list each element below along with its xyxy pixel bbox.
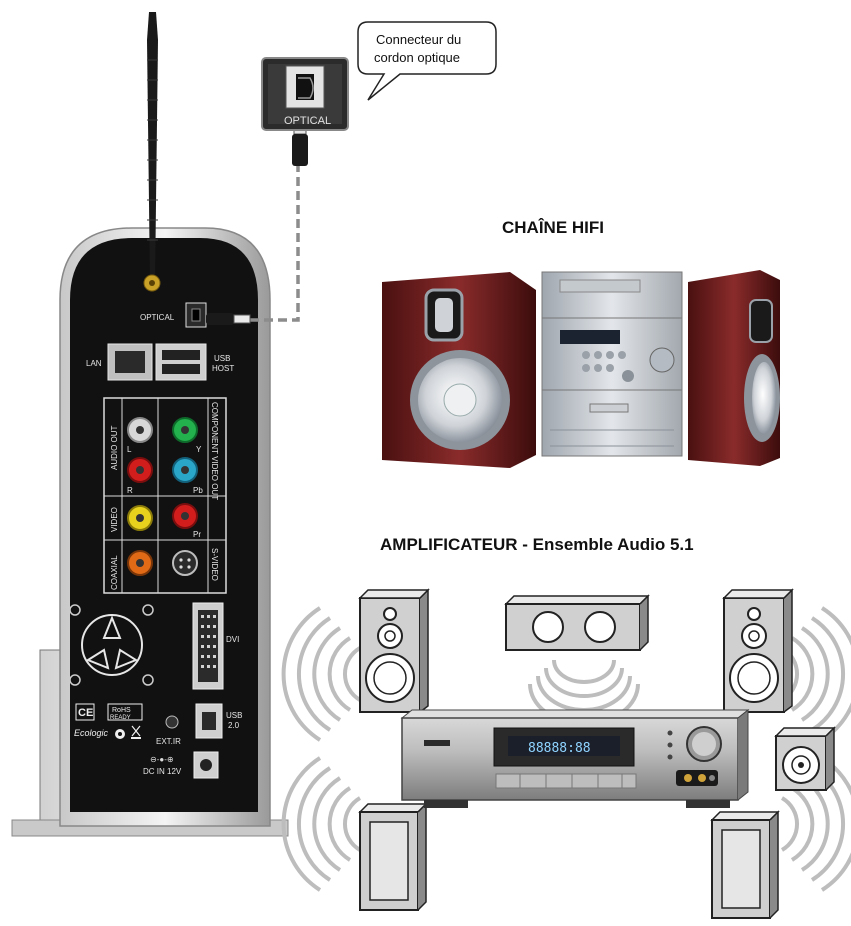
ext-ir-port: EXT.IR: [156, 715, 181, 746]
label-video: VIDEO: [110, 507, 119, 532]
jack-svideo: [172, 550, 198, 576]
label-r: R: [127, 486, 133, 495]
jack-pr: [172, 503, 198, 529]
label-extir: EXT.IR: [156, 737, 181, 746]
svg-text:⊖-●-⊕: ⊖-●-⊕: [150, 755, 174, 764]
jack-audio-r: [127, 457, 153, 483]
label-y: Y: [196, 445, 202, 454]
usb20-port: USB 2.0: [195, 703, 242, 739]
ecologic-logo: Ecologic: [74, 728, 109, 738]
av-panel: AUDIO OUT VIDEO COAXIAL COMPONENT VIDEO …: [103, 397, 227, 594]
label-usb-host-2: HOST: [212, 364, 234, 373]
fan-vent: [69, 604, 154, 686]
callout-line-1: Connecteur du: [376, 32, 461, 47]
label-coaxial: COAXIAL: [110, 555, 119, 590]
dvi-port: DVI: [192, 602, 239, 690]
jack-audio-l: [127, 417, 153, 443]
hifi-speaker-right: [688, 270, 780, 466]
subwoofer: [774, 726, 836, 791]
hifi-speaker-left: [382, 272, 536, 468]
label-dvi: DVI: [226, 635, 239, 644]
label-component: COMPONENT VIDEO OUT: [210, 402, 219, 500]
antenna: [143, 12, 161, 292]
heading-amplifier: AMPLIFICATEUR - Ensemble Audio 5.1: [380, 535, 694, 554]
speaker-front-left: [358, 588, 430, 713]
jack-y: [172, 417, 198, 443]
label-lan: LAN: [86, 359, 102, 368]
dc-in-port: ⊖-●-⊕ DC IN 12V: [143, 751, 219, 779]
av-receiver: 88888:88: [400, 708, 750, 808]
speaker-rear-left: [358, 802, 428, 911]
label-l: L: [127, 445, 132, 454]
hifi-system: [382, 270, 780, 468]
callout-line-2: cordon optique: [374, 50, 460, 65]
label-usb20-2: 2.0: [228, 721, 240, 730]
rohs-logo-1: RoHS: [112, 707, 131, 714]
label-pr: Pr: [193, 530, 201, 539]
receiver-display: 88888:88: [528, 741, 591, 756]
label-optical: OPTICAL: [140, 313, 175, 322]
speaker-center: [504, 594, 650, 651]
label-usb-host-1: USB: [214, 354, 230, 363]
label-pb: Pb: [193, 486, 203, 495]
heading-hifi: CHAÎNE HIFI: [502, 218, 604, 237]
label-dcin: DC IN 12V: [143, 767, 182, 776]
label-svideo: S-VIDEO: [210, 548, 219, 581]
speaker-rear-right: [710, 810, 780, 919]
jack-video: [127, 505, 153, 531]
label-usb20-1: USB: [226, 711, 242, 720]
rohs-logo-2: READY: [110, 715, 131, 721]
label-audio-out: AUDIO OUT: [110, 425, 119, 470]
hifi-center-unit: [541, 271, 683, 457]
ce-logo: CE: [78, 707, 93, 719]
optical-closeup: OPTICAL: [261, 57, 349, 131]
optical-port: OPTICAL: [140, 302, 207, 328]
compliance-logos: CE RoHS READY Ecologic: [74, 703, 143, 739]
callout-bubble: Connecteur du cordon optique: [357, 21, 497, 101]
jack-coaxial: [127, 550, 153, 576]
optical-closeup-label: OPTICAL: [284, 115, 331, 127]
speaker-front-right: [722, 588, 794, 713]
jack-pb: [172, 457, 198, 483]
lan-usb-ports: LAN USB HOST: [86, 343, 234, 381]
